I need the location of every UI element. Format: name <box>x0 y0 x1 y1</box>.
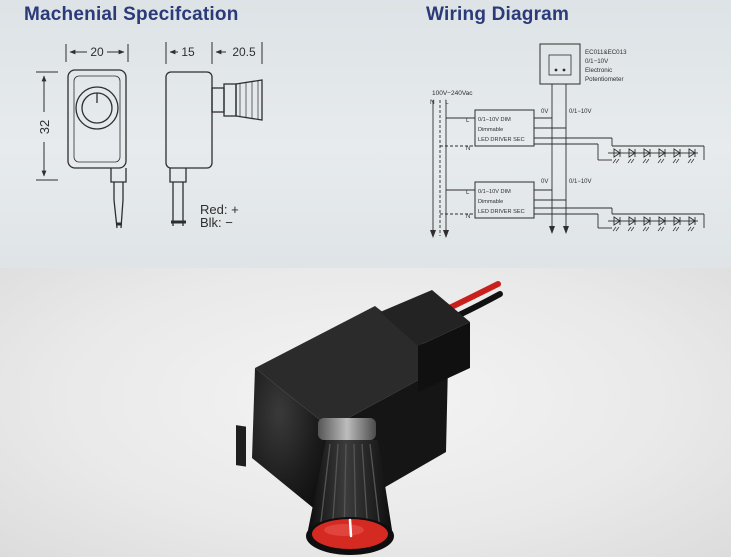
potentiometer-range: 0/1−10V <box>585 58 609 65</box>
wire-black-label: Blk: − <box>200 215 233 230</box>
led-diode <box>653 216 668 232</box>
dimension-width: 20 <box>65 44 129 62</box>
driver-block-1: L N 0/1−10V DIM Dimmable LED DRIVER SEC … <box>466 109 592 152</box>
led-diode <box>668 148 683 164</box>
driver-2-row2: Dimmable <box>478 199 503 205</box>
led-diode <box>683 216 698 232</box>
led-diode <box>623 148 638 164</box>
neutral-label: N <box>430 99 435 106</box>
live-label: L <box>445 99 449 106</box>
driver-2-0v-label: 0V <box>541 179 548 185</box>
wiring-arrows <box>430 226 569 238</box>
led-strip-2 <box>608 216 698 232</box>
led-strip-1 <box>608 148 698 164</box>
driver-1-row3: LED DRIVER SEC <box>478 137 525 143</box>
led-diode <box>608 216 623 232</box>
wiring-diagram-title: Wiring Diagram <box>426 4 570 25</box>
led-diode <box>623 216 638 232</box>
driver-1-row2: Dimmable <box>478 127 503 133</box>
potentiometer-line1: Electronic <box>585 67 612 74</box>
potentiometer-block: EC011&EC013 0/1−10V Electronic Potentiom… <box>539 43 627 85</box>
mounting-nut <box>318 418 376 440</box>
potentiometer-line2: Potentiometer <box>585 76 624 83</box>
driver-block-2: L N 0/1−10V DIM Dimmable LED DRIVER SEC … <box>466 179 592 220</box>
driver-1-control-label: 0/1−10V <box>569 109 592 115</box>
driver-2-row3: LED DRIVER SEC <box>478 209 525 215</box>
dimension-height: 32 <box>36 71 58 181</box>
dimension-depth-label: 15 <box>181 45 195 59</box>
side-view-drawing <box>165 71 263 226</box>
supply-voltage-label: 100V−240Vac <box>432 90 473 97</box>
dimension-depth: 15 <box>165 42 213 64</box>
mechanical-spec-title: Machenial Specifcation <box>24 4 239 25</box>
dimension-knob-label: 20.5 <box>232 45 256 59</box>
front-view-drawing <box>67 69 127 229</box>
dimension-knob: 20.5 <box>215 42 263 64</box>
knob-cap-red <box>306 517 394 555</box>
led-diode <box>608 148 623 164</box>
driver-1-0v-label: 0V <box>541 109 548 115</box>
wiring-lines <box>432 84 705 236</box>
led-diode <box>668 216 683 232</box>
led-diode <box>683 148 698 164</box>
driver-2-n-terminal: N <box>466 214 470 220</box>
driver-1-l-terminal: L <box>466 118 470 124</box>
potentiometer-model: EC011&EC013 <box>585 49 627 56</box>
led-diode <box>638 216 653 232</box>
led-diode <box>638 148 653 164</box>
wire-red-label: Red: + <box>200 202 239 217</box>
led-diode <box>653 148 668 164</box>
driver-2-row1: 0/1−10V DIM <box>478 189 511 195</box>
dimension-height-label: 32 <box>37 120 52 134</box>
dimension-width-label: 20 <box>90 45 104 59</box>
driver-1-n-terminal: N <box>466 146 470 152</box>
driver-2-l-terminal: L <box>466 190 470 196</box>
driver-2-control-label: 0/1−10V <box>569 179 592 185</box>
driver-1-row1: 0/1−10V DIM <box>478 117 511 123</box>
